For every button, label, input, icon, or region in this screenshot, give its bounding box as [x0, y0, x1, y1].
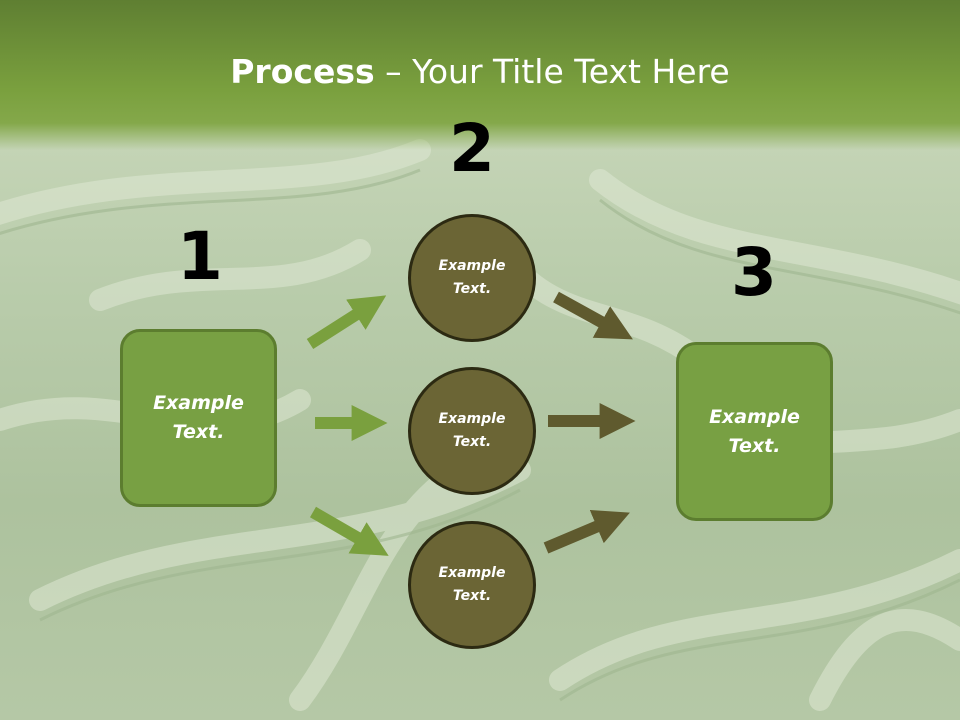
- circle-label: Example Text.: [438, 411, 506, 450]
- arrow-2c-to-3: [543, 510, 630, 554]
- step-1-label: Example Text.: [153, 392, 244, 443]
- arrow-1-to-2a: [306, 295, 387, 350]
- step-1-box: Example Text.: [120, 329, 277, 507]
- step-2-circle-2: Example Text.: [408, 367, 536, 495]
- step-number-1: 1: [177, 218, 223, 295]
- arrow-2a-to-3: [553, 291, 633, 340]
- step-2-circle-3: Example Text.: [408, 521, 536, 649]
- circle-label: Example Text.: [438, 565, 506, 604]
- circle-label: Example Text.: [438, 258, 506, 297]
- step-2-circle-1: Example Text.: [408, 214, 536, 342]
- title-bold: Process: [230, 52, 375, 91]
- step-number-2: 2: [449, 110, 495, 187]
- arrow-1-to-2c: [309, 506, 389, 556]
- title-bar: Process – Your Title Text Here: [0, 0, 960, 150]
- slide-title: Process – Your Title Text Here: [0, 52, 960, 91]
- step-3-label: Example Text.: [709, 405, 800, 457]
- step-3-box: Example Text.: [676, 342, 833, 521]
- title-rest: – Your Title Text Here: [374, 52, 730, 91]
- step-number-3: 3: [731, 234, 777, 311]
